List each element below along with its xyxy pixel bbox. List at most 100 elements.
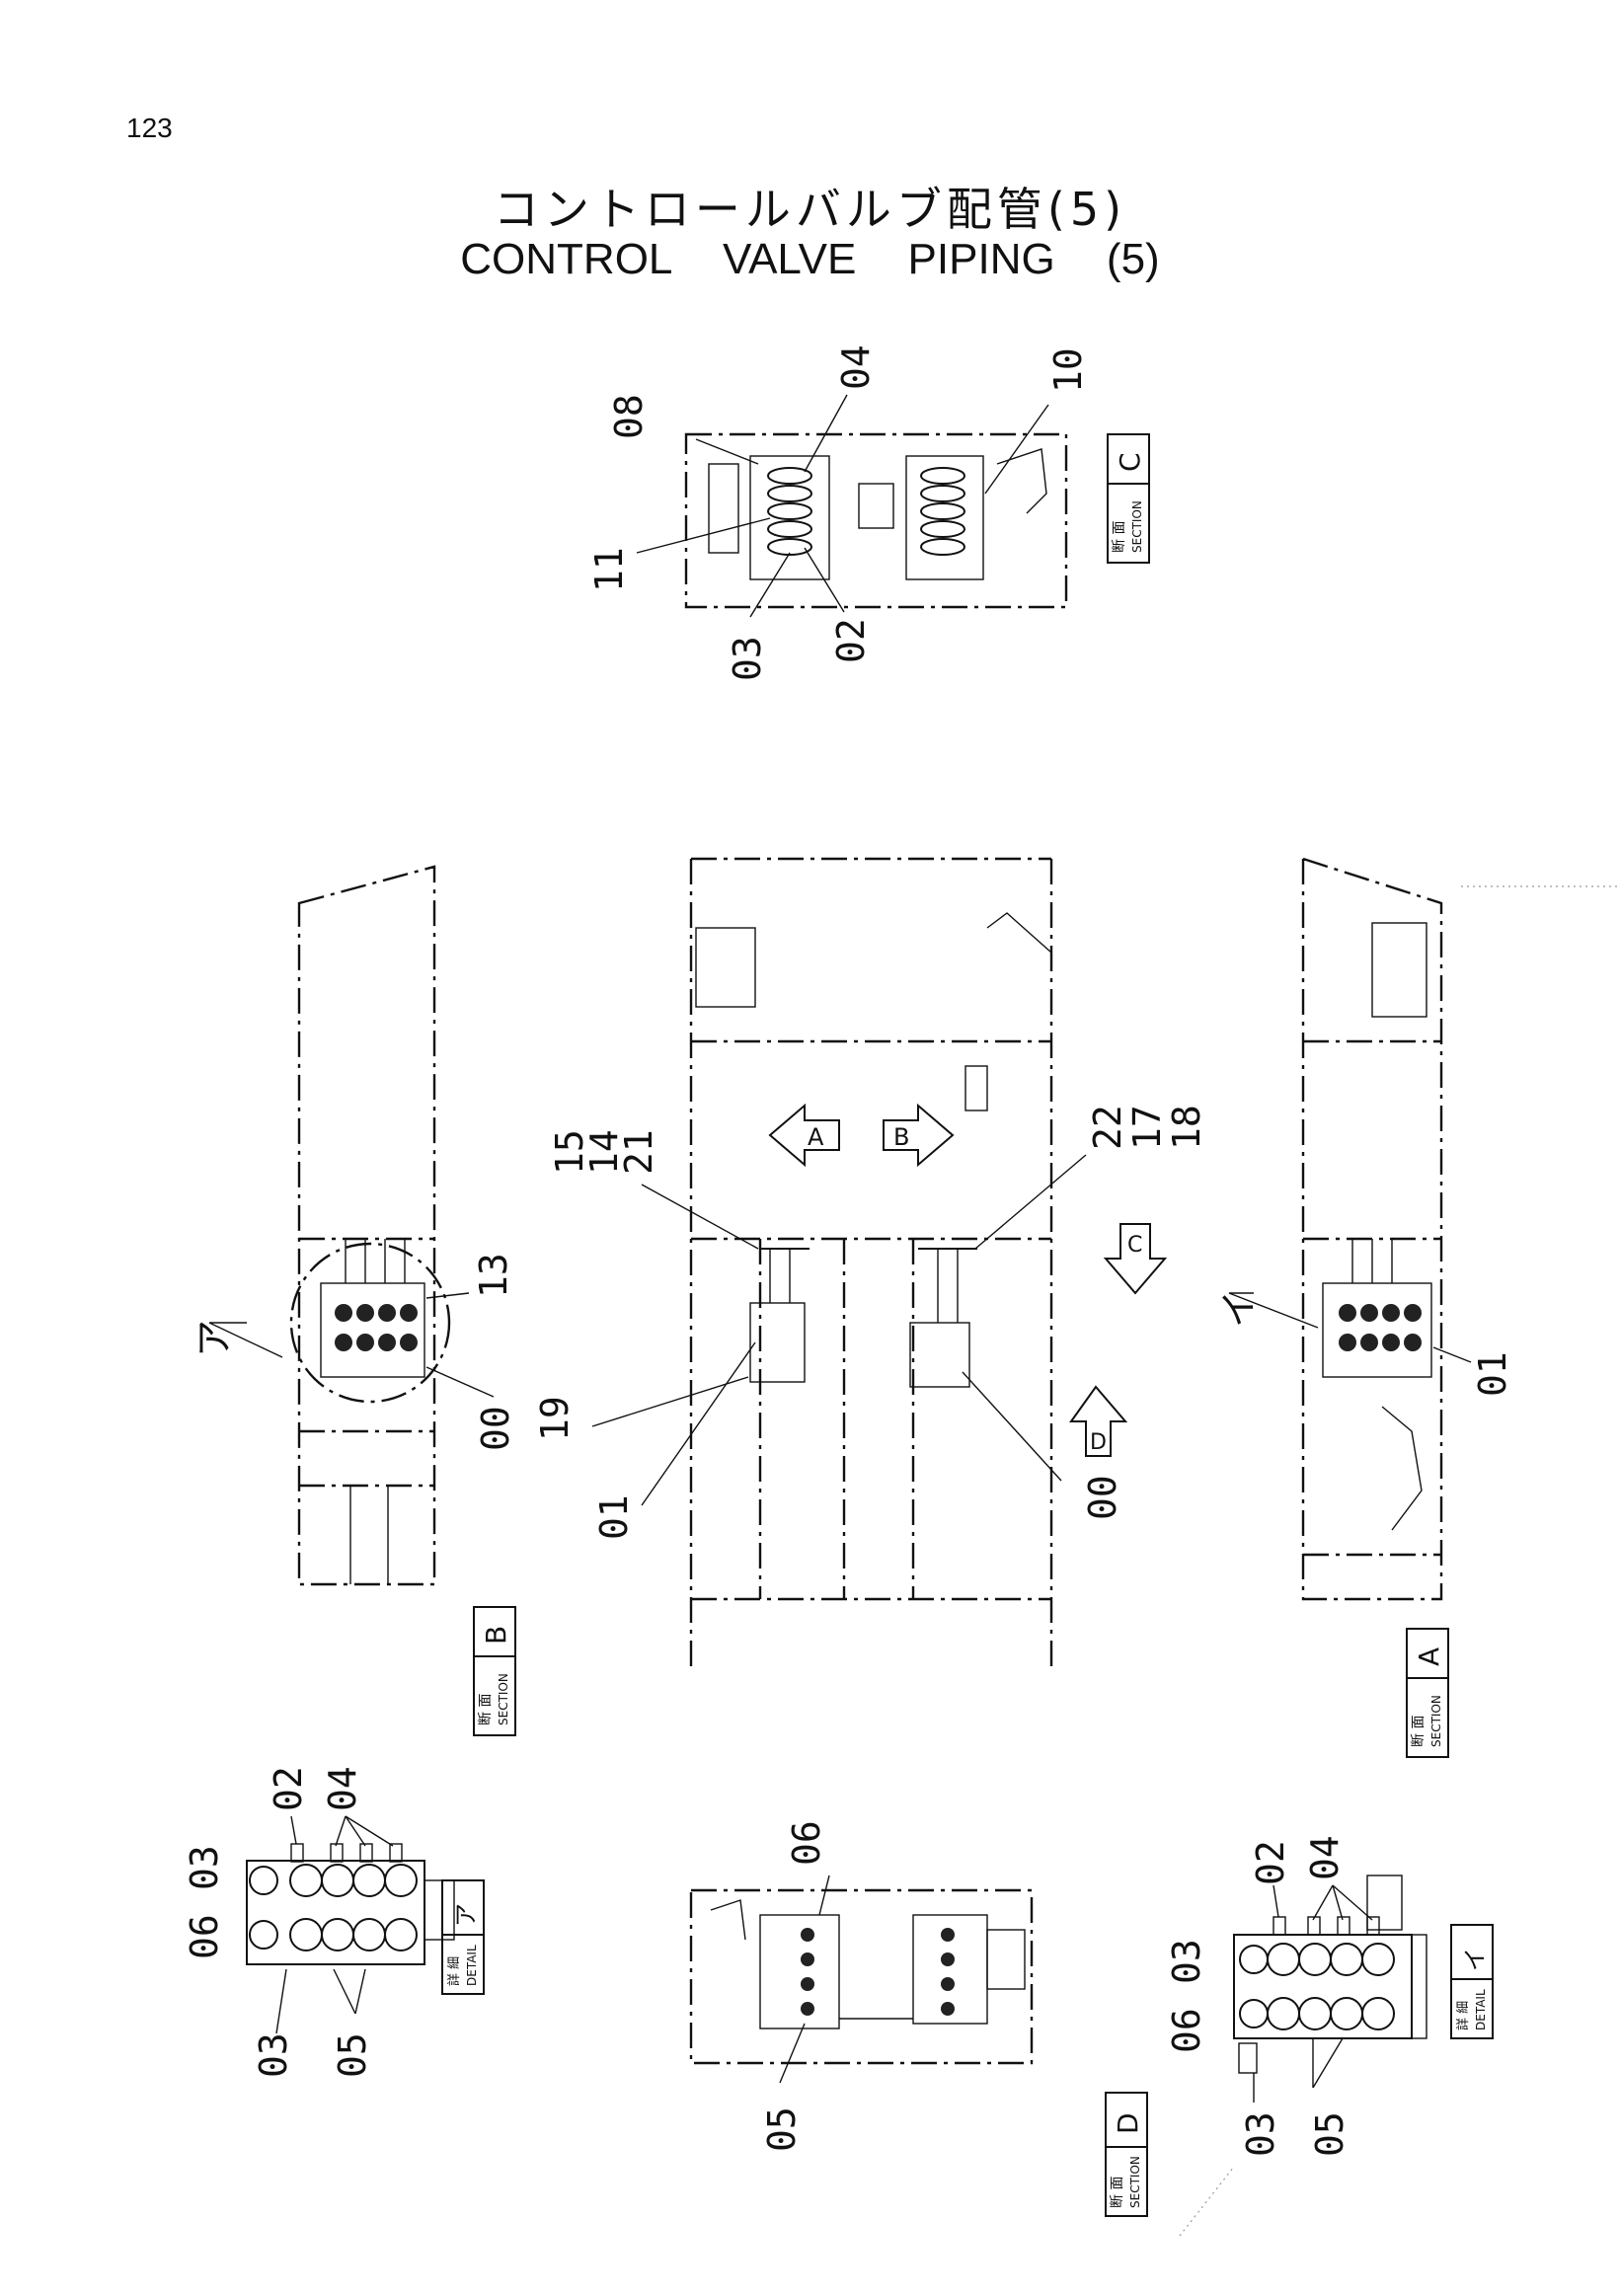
section-b-frame: [297, 865, 436, 1586]
callout-14: 14: [582, 1129, 626, 1175]
scan-artifact-diagonal: [1179, 2166, 1235, 2237]
section-c-frame: [684, 432, 1068, 609]
svg-text:A: A: [1413, 1647, 1445, 1666]
detail-i-view: 02 04 06 03 03 05 詳 細 DETAIL イ: [1165, 1835, 1494, 2157]
section-b-view: ア 13 00 断 面 SECTION B: [193, 865, 517, 1736]
svg-text:DETAIL: DETAIL: [465, 1945, 479, 1986]
callout-06-di: 06: [1165, 2008, 1208, 2053]
svg-text:B: B: [480, 1626, 512, 1645]
callout-10: 10: [1046, 347, 1090, 393]
callout-13: 13: [472, 1253, 515, 1298]
callout-06-da: 06: [183, 1914, 226, 1959]
section-a-view: イ 01 断 面 SECTION A: [1217, 857, 1514, 1758]
section-c-view: 08 04 10 11 03 02 断 面 SECTION C: [587, 344, 1150, 681]
detail-a-label-box: 詳 細 DETAIL ア: [441, 1879, 485, 1995]
callout-01-plan: 01: [592, 1494, 636, 1540]
valve-coils-right: [920, 467, 965, 556]
detail-i-label-box: 詳 細 DETAIL イ: [1450, 1924, 1494, 2039]
detail-mark-a: ア: [193, 1320, 236, 1357]
valve-bank-right: [905, 455, 984, 580]
callout-02-di: 02: [1249, 1840, 1292, 1885]
svg-text:A: A: [808, 1123, 824, 1151]
callout-03-da-top: 03: [183, 1845, 226, 1890]
detail-i-body: [1233, 1934, 1413, 2039]
callout-01-a: 01: [1471, 1351, 1514, 1397]
svg-text:断 面: 断 面: [1411, 1716, 1427, 1747]
detail-i-spools: [1239, 1943, 1395, 2030]
section-d-spools: [801, 1928, 955, 2016]
section-b-valve-spools: [335, 1304, 418, 1351]
svg-text:C: C: [1127, 1233, 1142, 1258]
callout-22: 22: [1086, 1105, 1129, 1150]
callout-18: 18: [1165, 1105, 1208, 1150]
svg-text:D: D: [1090, 1430, 1107, 1455]
callout-00-plan: 00: [1081, 1475, 1124, 1520]
arrow-a: A: [768, 1103, 840, 1168]
callout-05-d: 05: [760, 2106, 804, 2152]
section-a-frame: [1301, 857, 1443, 1601]
callout-00-b: 00: [474, 1406, 517, 1451]
title-japanese: コントロールバルブ配管(5): [493, 183, 1127, 236]
callout-03-di-top: 03: [1165, 1939, 1208, 1984]
detail-a-circle: [289, 1242, 451, 1404]
callout-05-di: 05: [1308, 2111, 1351, 2157]
callout-03-di-bottom: 03: [1239, 2111, 1282, 2157]
valve-coils-left: [767, 467, 812, 556]
section-b-label-box: 断 面 SECTION B: [473, 1606, 516, 1736]
detail-a-body: [246, 1860, 425, 1965]
section-c-label-box: 断 面 SECTION C: [1107, 433, 1150, 564]
svg-text:C: C: [1114, 452, 1146, 472]
svg-text:ア: ア: [452, 1903, 480, 1927]
svg-text:詳 細: 詳 細: [1455, 2001, 1471, 2030]
svg-text:詳 細: 詳 細: [446, 1956, 462, 1986]
svg-text:SECTION: SECTION: [1130, 500, 1144, 553]
svg-text:DETAIL: DETAIL: [1474, 1989, 1488, 2030]
detail-a-view: 02 04 06 03 03 05 詳 細 DETAIL ア: [183, 1766, 485, 2078]
callout-06-d: 06: [785, 1820, 828, 1866]
callout-04: 04: [834, 344, 878, 390]
callout-02: 02: [829, 618, 873, 663]
arrow-b: B: [883, 1103, 955, 1168]
section-b-valve: [320, 1282, 425, 1378]
svg-text:断 面: 断 面: [1110, 2177, 1125, 2208]
callout-15: 15: [548, 1129, 591, 1175]
section-c-plate: [858, 483, 894, 529]
plan-valve-a: [749, 1302, 806, 1383]
section-a-valve-spools: [1339, 1304, 1422, 1351]
svg-text:断 面: 断 面: [478, 1694, 494, 1725]
section-c-bracket: [708, 463, 739, 554]
valve-bank-left: [749, 455, 830, 580]
detail-a-spools: [249, 1864, 418, 1952]
svg-text:SECTION: SECTION: [497, 1673, 510, 1725]
section-a-label-box: 断 面 SECTION A: [1406, 1628, 1449, 1758]
section-d-label-box: 断 面 SECTION D: [1105, 2092, 1148, 2217]
callout-17: 17: [1125, 1105, 1169, 1150]
callout-04-di: 04: [1303, 1835, 1347, 1880]
svg-text:D: D: [1112, 2112, 1144, 2134]
plan-pipe-top: [986, 912, 1052, 954]
svg-text:B: B: [893, 1123, 909, 1151]
callout-21: 21: [617, 1129, 660, 1175]
plan-view: A B C D 15 14 21 22 17 18 19 01 00: [533, 857, 1208, 1668]
section-d-frame: [689, 1888, 1034, 2065]
arrow-d: D: [1069, 1385, 1128, 1457]
page-number: 123: [126, 113, 173, 143]
detail-mark-i: イ: [1217, 1290, 1261, 1328]
svg-text:SECTION: SECTION: [1429, 1695, 1443, 1747]
callout-08: 08: [607, 394, 651, 439]
callout-03: 03: [726, 636, 769, 681]
svg-text:SECTION: SECTION: [1128, 2156, 1142, 2208]
plan-valve-b: [909, 1322, 970, 1388]
section-d-valve-left: [759, 1914, 840, 2029]
svg-text:断 面: 断 面: [1112, 521, 1127, 553]
callout-11: 11: [587, 547, 631, 592]
callout-02-da: 02: [267, 1766, 310, 1811]
section-c-pipe: [996, 448, 1047, 514]
section-d-view: 06 05 断 面 SECTION D: [689, 1820, 1148, 2217]
callout-05-da: 05: [331, 2032, 374, 2078]
title-english: CONTROL VALVE PIPING (5): [460, 235, 1160, 283]
svg-text:イ: イ: [1461, 1948, 1489, 1971]
callout-19: 19: [533, 1396, 577, 1441]
section-a-hose: [1381, 1406, 1423, 1531]
